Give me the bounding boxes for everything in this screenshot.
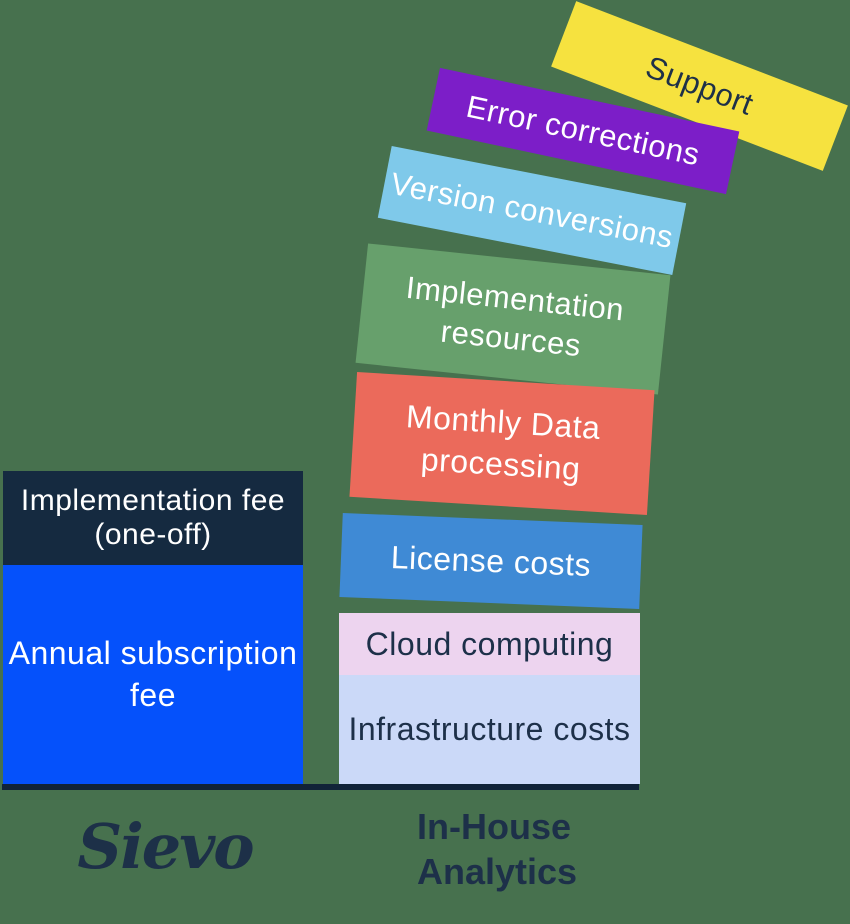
block-monthly-data-processing-label-line2: processing [419, 440, 582, 487]
inhouse-analytics-label-line1: In-House [417, 806, 572, 847]
block-implementation-fee-label-line1: Implementation fee [20, 483, 286, 517]
block-implementation-fee-label-line2: (one-off) [94, 518, 212, 551]
block-license-costs: License costs [339, 513, 643, 609]
block-infrastructure-costs-label: Infrastructure costs [348, 711, 631, 747]
block-version-conversions-label: Version conversions [387, 165, 677, 255]
block-annual-subscription-fee: Annual subscription fee [3, 565, 303, 784]
block-support-label: Support [641, 49, 759, 122]
sievo-logo: Sievo [77, 810, 254, 883]
baseline-bar [2, 784, 639, 790]
block-annual-subscription-fee-label-line2: fee [130, 676, 176, 713]
block-infrastructure-costs: Infrastructure costs [339, 675, 640, 784]
block-implementation-resources: Implementation resources [355, 243, 671, 395]
block-cloud-computing-label: Cloud computing [365, 625, 614, 662]
inhouse-analytics-label-line2: Analytics [417, 851, 578, 892]
block-monthly-data-processing: Monthly Data processing [349, 372, 655, 515]
block-cloud-computing: Cloud computing [339, 613, 640, 675]
block-license-costs-label: License costs [390, 538, 592, 583]
block-annual-subscription-fee-label-line1: Annual subscription [8, 634, 298, 671]
block-implementation-fee: Implementation fee (one-off) [3, 471, 303, 565]
inhouse-analytics-label: In-House Analytics [417, 804, 577, 894]
